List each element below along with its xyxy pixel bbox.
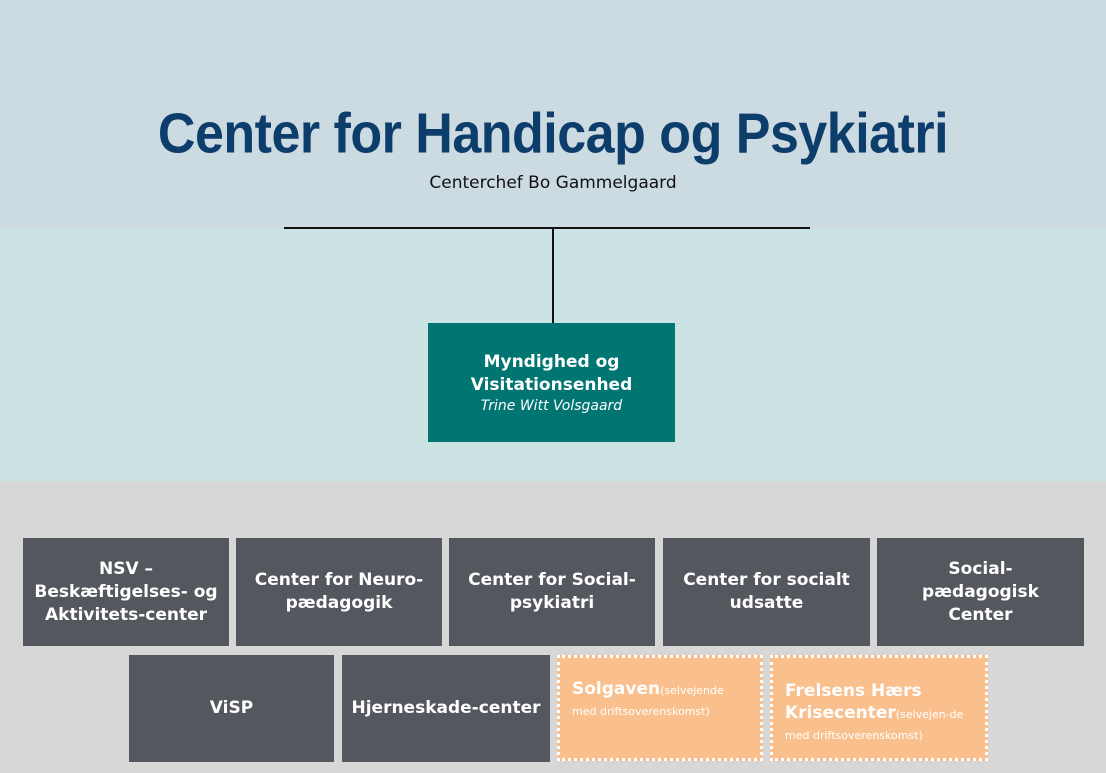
unit-socialpsykiatri: Center for Social-psykiatri <box>449 538 655 646</box>
external-solgaven: Solgaven(selvejende med driftsoverenskom… <box>557 655 763 761</box>
page-title: Center for Handicap og Psykiatri <box>157 102 949 166</box>
unit-label: Center for Social-psykiatri <box>468 570 636 613</box>
unit-label: ViSP <box>209 698 254 718</box>
unit-label: NSV – Beskæftigelses- og Aktivitets-cent… <box>34 558 218 625</box>
authority-box: Myndighed og Visitationsenhed Trine Witt… <box>428 323 675 442</box>
connector-vertical <box>552 229 554 324</box>
header-band <box>0 0 1106 229</box>
unit-socialpaedagogisk: Social-pædagogisk Center <box>877 538 1084 646</box>
external-krisecenter: Frelsens Hærs Krisecenter(selvejen-de me… <box>770 655 988 761</box>
unit-socialt-udsatte: Center for socialt udsatte <box>663 538 870 646</box>
connector-horizontal <box>284 227 810 229</box>
unit-nsv: NSV – Beskæftigelses- og Aktivitets-cent… <box>23 538 229 646</box>
unit-hjerneskade: Hjerneskade-center <box>342 655 550 762</box>
external-note: (selvejen-de med driftsoverenskomst) <box>785 708 964 742</box>
unit-label: Center for socialt udsatte <box>683 570 850 613</box>
center-chief: Centerchef Bo Gammelgaard <box>429 173 677 193</box>
unit-visp: ViSP <box>129 655 334 762</box>
unit-label: Hjerneskade-center <box>351 698 541 718</box>
external-name: Solgaven <box>572 679 661 699</box>
authority-name: Myndighed og Visitationsenhed <box>470 351 633 395</box>
external-name: Frelsens Hærs Krisecenter <box>785 681 922 723</box>
unit-label: Social-pædagogisk Center <box>922 558 1039 625</box>
external-note: (selvejende med driftsoverenskomst) <box>572 684 724 718</box>
unit-label: Center for Neuro-pædagogik <box>254 570 424 613</box>
unit-neuro-paedagogik: Center for Neuro-pædagogik <box>236 538 442 646</box>
authority-person: Trine Witt Volsgaard <box>480 397 623 414</box>
